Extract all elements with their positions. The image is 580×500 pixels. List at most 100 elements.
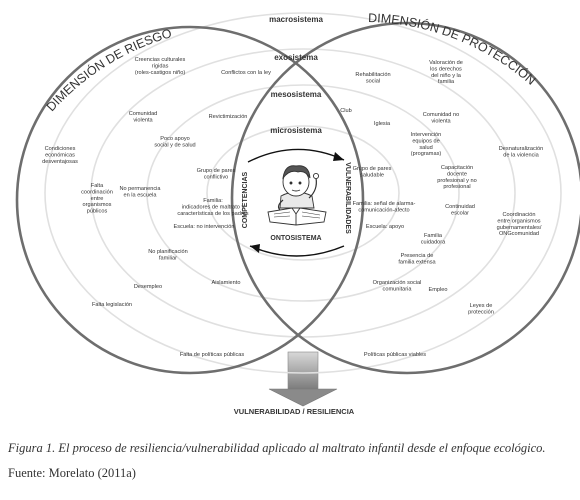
protective-factor-line: Escuela: apoyo — [366, 224, 404, 230]
ecological-rings — [44, 12, 562, 374]
protective-factor-line: de la violencia — [503, 152, 539, 158]
protective-factor-line: Familia: señal de alarma- — [353, 201, 416, 207]
risk-factor: Falta legislación — [92, 302, 132, 308]
protective-factor-line: ONGcomunidad — [499, 231, 539, 237]
risk-factor-line: coordinación — [81, 189, 113, 195]
mesosystem-ring — [146, 84, 460, 302]
protective-factor-line: profesional y no — [437, 178, 477, 184]
protective-factor-line: Organización social — [373, 280, 422, 286]
risk-factor: Escuela: no intervención — [174, 224, 235, 230]
risk-factor-line: violenta — [133, 117, 153, 123]
exosystem-ring — [90, 48, 516, 338]
protective-factor-line: (programas) — [411, 151, 442, 157]
protective-factor-line: protección — [468, 309, 494, 315]
risk-factor-line: indicadores de maltrato y — [182, 204, 245, 210]
protective-factor-line: saludable — [360, 172, 384, 178]
protective-factor-line: familia extensa — [398, 259, 436, 265]
protective-factor-line: social — [366, 78, 380, 84]
exosystem-label: exosistema — [274, 53, 318, 62]
risk-factor-line: Condiciones — [45, 146, 76, 152]
protective-factor-line: comunitaria — [383, 286, 413, 292]
risk-factor-line: Grupo de pares — [197, 168, 236, 174]
risk-factor-line: organismos — [83, 202, 112, 208]
risk-factor-line: No permanencia — [119, 186, 161, 192]
protective-factor-line: docente — [447, 171, 467, 177]
risk-factor-line: públicos — [87, 209, 108, 215]
protective-factor-line: Iglesia — [374, 121, 391, 127]
protective-factor: Escuela: apoyo — [366, 224, 404, 230]
protective-factor-line: gubernamentales/ — [497, 225, 542, 231]
risk-factor-line: familiar — [159, 255, 177, 261]
risk-factor: Revictimización — [209, 114, 248, 120]
risk-factor-line: Revictimización — [209, 114, 248, 120]
protective-factor: Empleo — [429, 287, 448, 293]
protective-factor-line: Club — [340, 108, 352, 114]
microsystem-label: microsistema — [270, 126, 322, 135]
figure-source: Fuente: Morelato (2011a) — [8, 466, 136, 480]
risk-factor-line: entre — [91, 196, 104, 202]
risk-factor-line: (roles-castigos niño) — [135, 70, 186, 76]
protective-factor: Club — [340, 108, 352, 114]
protective-factor-line: Familia — [424, 233, 443, 239]
mesosystem-label: mesosistema — [271, 90, 322, 99]
risk-factor-line: Falta — [91, 183, 104, 189]
protective-factor-line: escolar — [451, 210, 469, 216]
protective-factor-line: salud — [419, 145, 432, 151]
protective-factor-line: comunicación-afecto — [358, 207, 409, 213]
risk-factor-line: Poco apoyo — [160, 136, 190, 142]
risk-factor-line: Comunidad — [129, 111, 158, 117]
protective-factor-line: familia — [438, 79, 455, 85]
protective-factor: Políticas públicas viables — [364, 352, 426, 358]
protective-factor: Iglesia — [374, 121, 391, 127]
risk-factor-line: No planificación — [148, 249, 188, 255]
protective-factor-line: Rehabilitación — [355, 72, 390, 78]
protective-factor-line: Coordinación — [503, 212, 536, 218]
risk-factor-line: Escuela: no intervención — [174, 224, 235, 230]
risk-factor-line: Creencias culturales — [135, 57, 186, 63]
protective-factor-line: los derechos — [430, 66, 462, 72]
child-reading-illustration — [267, 165, 327, 226]
figure-caption: Figura 1. El proceso de resiliencia/vuln… — [8, 441, 546, 455]
protective-factor-line: Intervención — [411, 132, 441, 138]
macrosystem-label: macrosistema — [269, 15, 323, 24]
risk-factor: Aislamiento — [212, 280, 241, 286]
protective-factor-line: del niño y la — [431, 73, 462, 79]
risk-factor-line: conflictivo — [204, 174, 229, 180]
risk-factor-line: Conflictos con la ley — [221, 70, 271, 76]
vulnerabilidades-label: VULNERABILIDADES — [344, 162, 351, 234]
risk-factor-line: Familia: — [203, 198, 223, 204]
protection-dimension-circle — [230, 21, 580, 375]
risk-factor-line: rígidas — [152, 63, 169, 69]
protective-factor-line: cuidadora — [421, 239, 446, 245]
protective-factor-line: Comunidad no — [423, 112, 459, 118]
risk-factor-line: Aislamiento — [212, 280, 241, 286]
protective-factor-line: Presencia de — [401, 253, 434, 259]
vulnerability-resilience-label: VULNERABILIDAD / RESILIENCIA — [234, 407, 355, 416]
protective-factor-line: Capacitación — [441, 165, 473, 171]
protective-factor-line: Valoración de — [429, 60, 463, 66]
protective-factor-line: profesional — [443, 184, 470, 190]
protective-factor-line: Grupo de pares — [353, 166, 392, 172]
protective-factor-line: Desnaturalización — [499, 146, 543, 152]
protective-factor-line: Políticas públicas viables — [364, 352, 426, 358]
protective-factor: Familia: señal de alarma-comunicación-af… — [353, 201, 416, 213]
risk-factor: Desempleo — [134, 284, 162, 290]
risk-factor-line: Desempleo — [134, 284, 162, 290]
